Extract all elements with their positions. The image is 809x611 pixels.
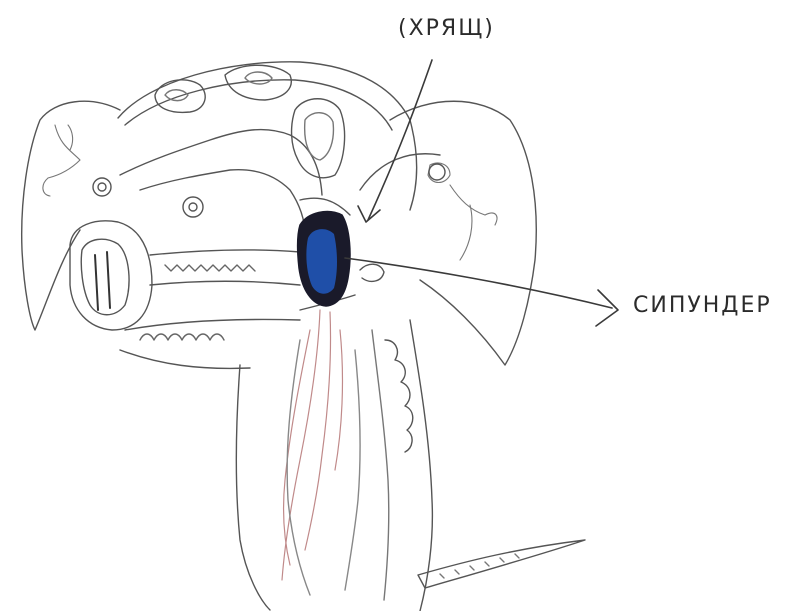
body-left-edge — [236, 365, 270, 610]
jaw-upper — [150, 250, 300, 255]
right-knob — [429, 164, 445, 180]
small-loop — [360, 264, 384, 281]
siphuncle-label: СИПУНДЕР — [633, 293, 772, 318]
vertebrae — [385, 340, 413, 452]
jaw-lower — [125, 319, 300, 330]
body-right-edge — [410, 320, 432, 611]
vessel-lines — [282, 310, 342, 580]
optic-lobe — [292, 99, 345, 178]
mid-knob-inner — [189, 203, 197, 211]
spine-line — [372, 330, 389, 600]
right-flap-veins — [428, 163, 497, 260]
left-flap-veins — [43, 125, 80, 196]
snout-inner — [81, 239, 129, 315]
right-flap — [390, 101, 536, 365]
left-eye-knob-inner — [98, 183, 106, 191]
left-flap — [22, 101, 120, 330]
head-outline — [118, 62, 417, 210]
jaw-teeth-lower — [140, 334, 224, 340]
head-outline-inner — [125, 80, 392, 130]
cartilage-label: (ХРЯЩ) — [398, 16, 495, 41]
left-eye-knob — [93, 178, 111, 196]
body-inner-2 — [345, 350, 360, 590]
brain-channel-2 — [140, 170, 305, 235]
jaw-teeth-upper — [165, 265, 255, 271]
arrow-right-icon — [345, 258, 612, 308]
right-flap-canal — [360, 154, 440, 190]
chin — [120, 350, 250, 368]
snout-slits — [95, 252, 110, 310]
siphuncle-marking — [298, 212, 350, 306]
arrow-right-icon-head — [596, 290, 618, 326]
jaw-mid — [150, 281, 300, 285]
mid-knob — [183, 197, 203, 217]
tail-spike — [418, 540, 585, 588]
arrow-down-left-icon-head — [358, 206, 380, 222]
optic-lobe-detail — [305, 113, 334, 160]
